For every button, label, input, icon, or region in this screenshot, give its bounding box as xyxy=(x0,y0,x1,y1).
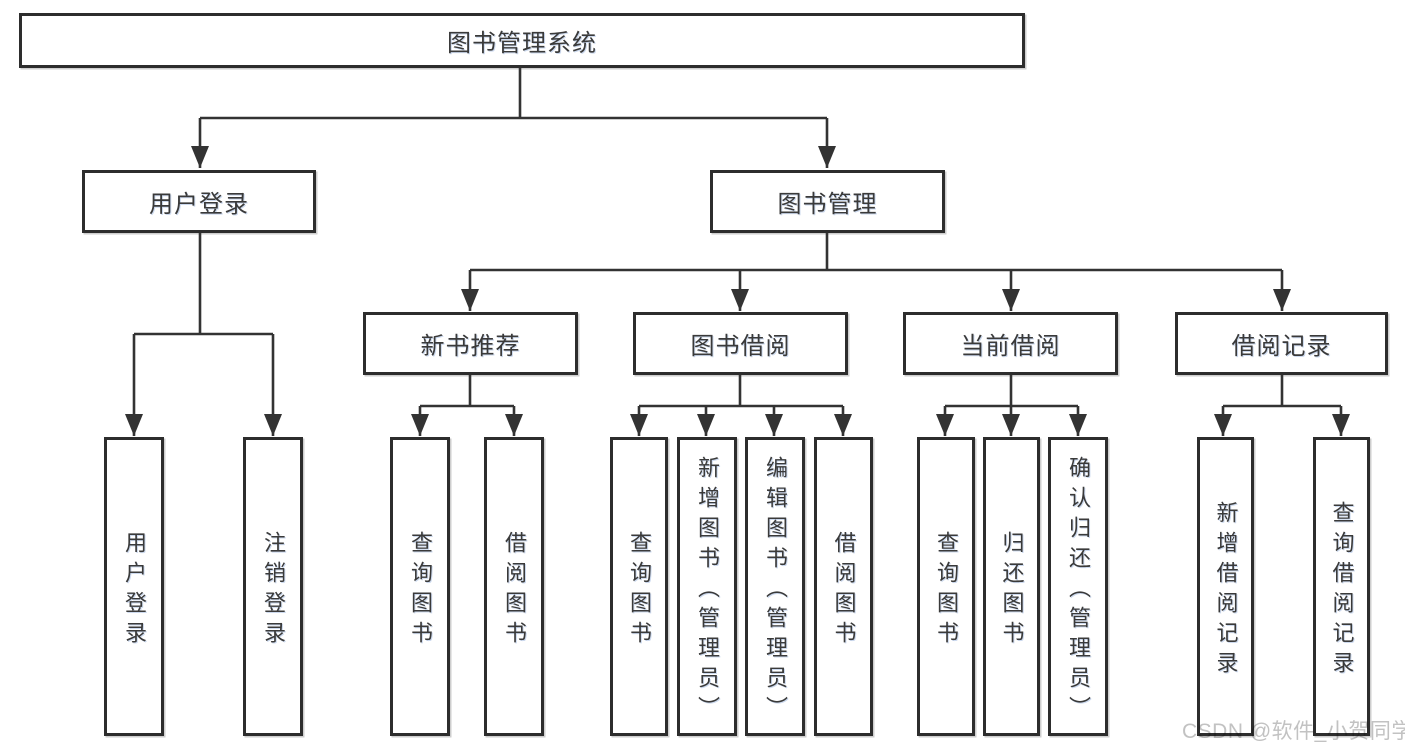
leaf-user-login: 用户登录 xyxy=(104,437,164,736)
leaf-borrow-query-books: 查询图书 xyxy=(610,437,668,736)
leaf-confirm-return-admin-label: 确认归还（管理员） xyxy=(1066,455,1091,726)
leaf-query-borrow-record-label: 查询借阅记录 xyxy=(1329,500,1355,681)
leaf-return-books: 归还图书 xyxy=(983,437,1040,736)
leaf-recommend-borrow-books-label: 借阅图书 xyxy=(502,530,527,651)
node-book-management: 图书管理 xyxy=(710,170,945,233)
leaf-recommend-query-books-label: 查询图书 xyxy=(408,530,433,651)
leaf-borrow-query-books-label: 查询图书 xyxy=(627,530,652,651)
leaf-recommend-borrow-books: 借阅图书 xyxy=(484,437,544,736)
node-root-label: 图书管理系统 xyxy=(447,30,597,57)
node-book-borrow-label: 图书借阅 xyxy=(690,333,791,360)
leaf-confirm-return-admin: 确认归还（管理员） xyxy=(1048,437,1108,736)
node-root: 图书管理系统 xyxy=(19,13,1025,68)
node-borrow-records-label: 借阅记录 xyxy=(1231,333,1332,360)
leaf-add-borrow-record: 新增借阅记录 xyxy=(1197,437,1254,736)
node-book-management-label: 图书管理 xyxy=(777,191,878,218)
leaf-recommend-query-books: 查询图书 xyxy=(390,437,450,736)
node-current-borrow-label: 当前借阅 xyxy=(960,333,1061,360)
node-new-book-recommend-label: 新书推荐 xyxy=(420,333,521,360)
leaf-borrow-books: 借阅图书 xyxy=(814,437,873,736)
node-borrow-records: 借阅记录 xyxy=(1175,312,1388,375)
leaf-user-login-label: 用户登录 xyxy=(122,530,147,651)
leaf-current-query-books: 查询图书 xyxy=(917,437,975,736)
leaf-query-borrow-record: 查询借阅记录 xyxy=(1313,437,1370,736)
node-new-book-recommend: 新书推荐 xyxy=(363,312,578,375)
node-current-borrow: 当前借阅 xyxy=(903,312,1118,375)
leaf-add-borrow-record-label: 新增借阅记录 xyxy=(1213,500,1239,681)
node-book-borrow: 图书借阅 xyxy=(633,312,848,375)
leaf-edit-books-admin: 编辑图书（管理员） xyxy=(745,437,805,736)
leaf-logout: 注销登录 xyxy=(243,437,303,736)
node-user-login: 用户登录 xyxy=(82,170,316,233)
leaf-borrow-books-label: 借阅图书 xyxy=(831,530,857,651)
csdn-watermark: CSDN @软件_小贺同学 xyxy=(1182,720,1405,743)
leaf-logout-label: 注销登录 xyxy=(261,530,286,651)
leaf-edit-books-admin-label: 编辑图书（管理员） xyxy=(763,455,788,726)
node-user-login-label: 用户登录 xyxy=(149,191,249,218)
leaf-add-books-admin-label: 新增图书（管理员） xyxy=(695,455,720,726)
leaf-return-books-label: 归还图书 xyxy=(999,530,1025,651)
leaf-current-query-books-label: 查询图书 xyxy=(934,530,959,651)
leaf-add-books-admin: 新增图书（管理员） xyxy=(677,437,737,736)
